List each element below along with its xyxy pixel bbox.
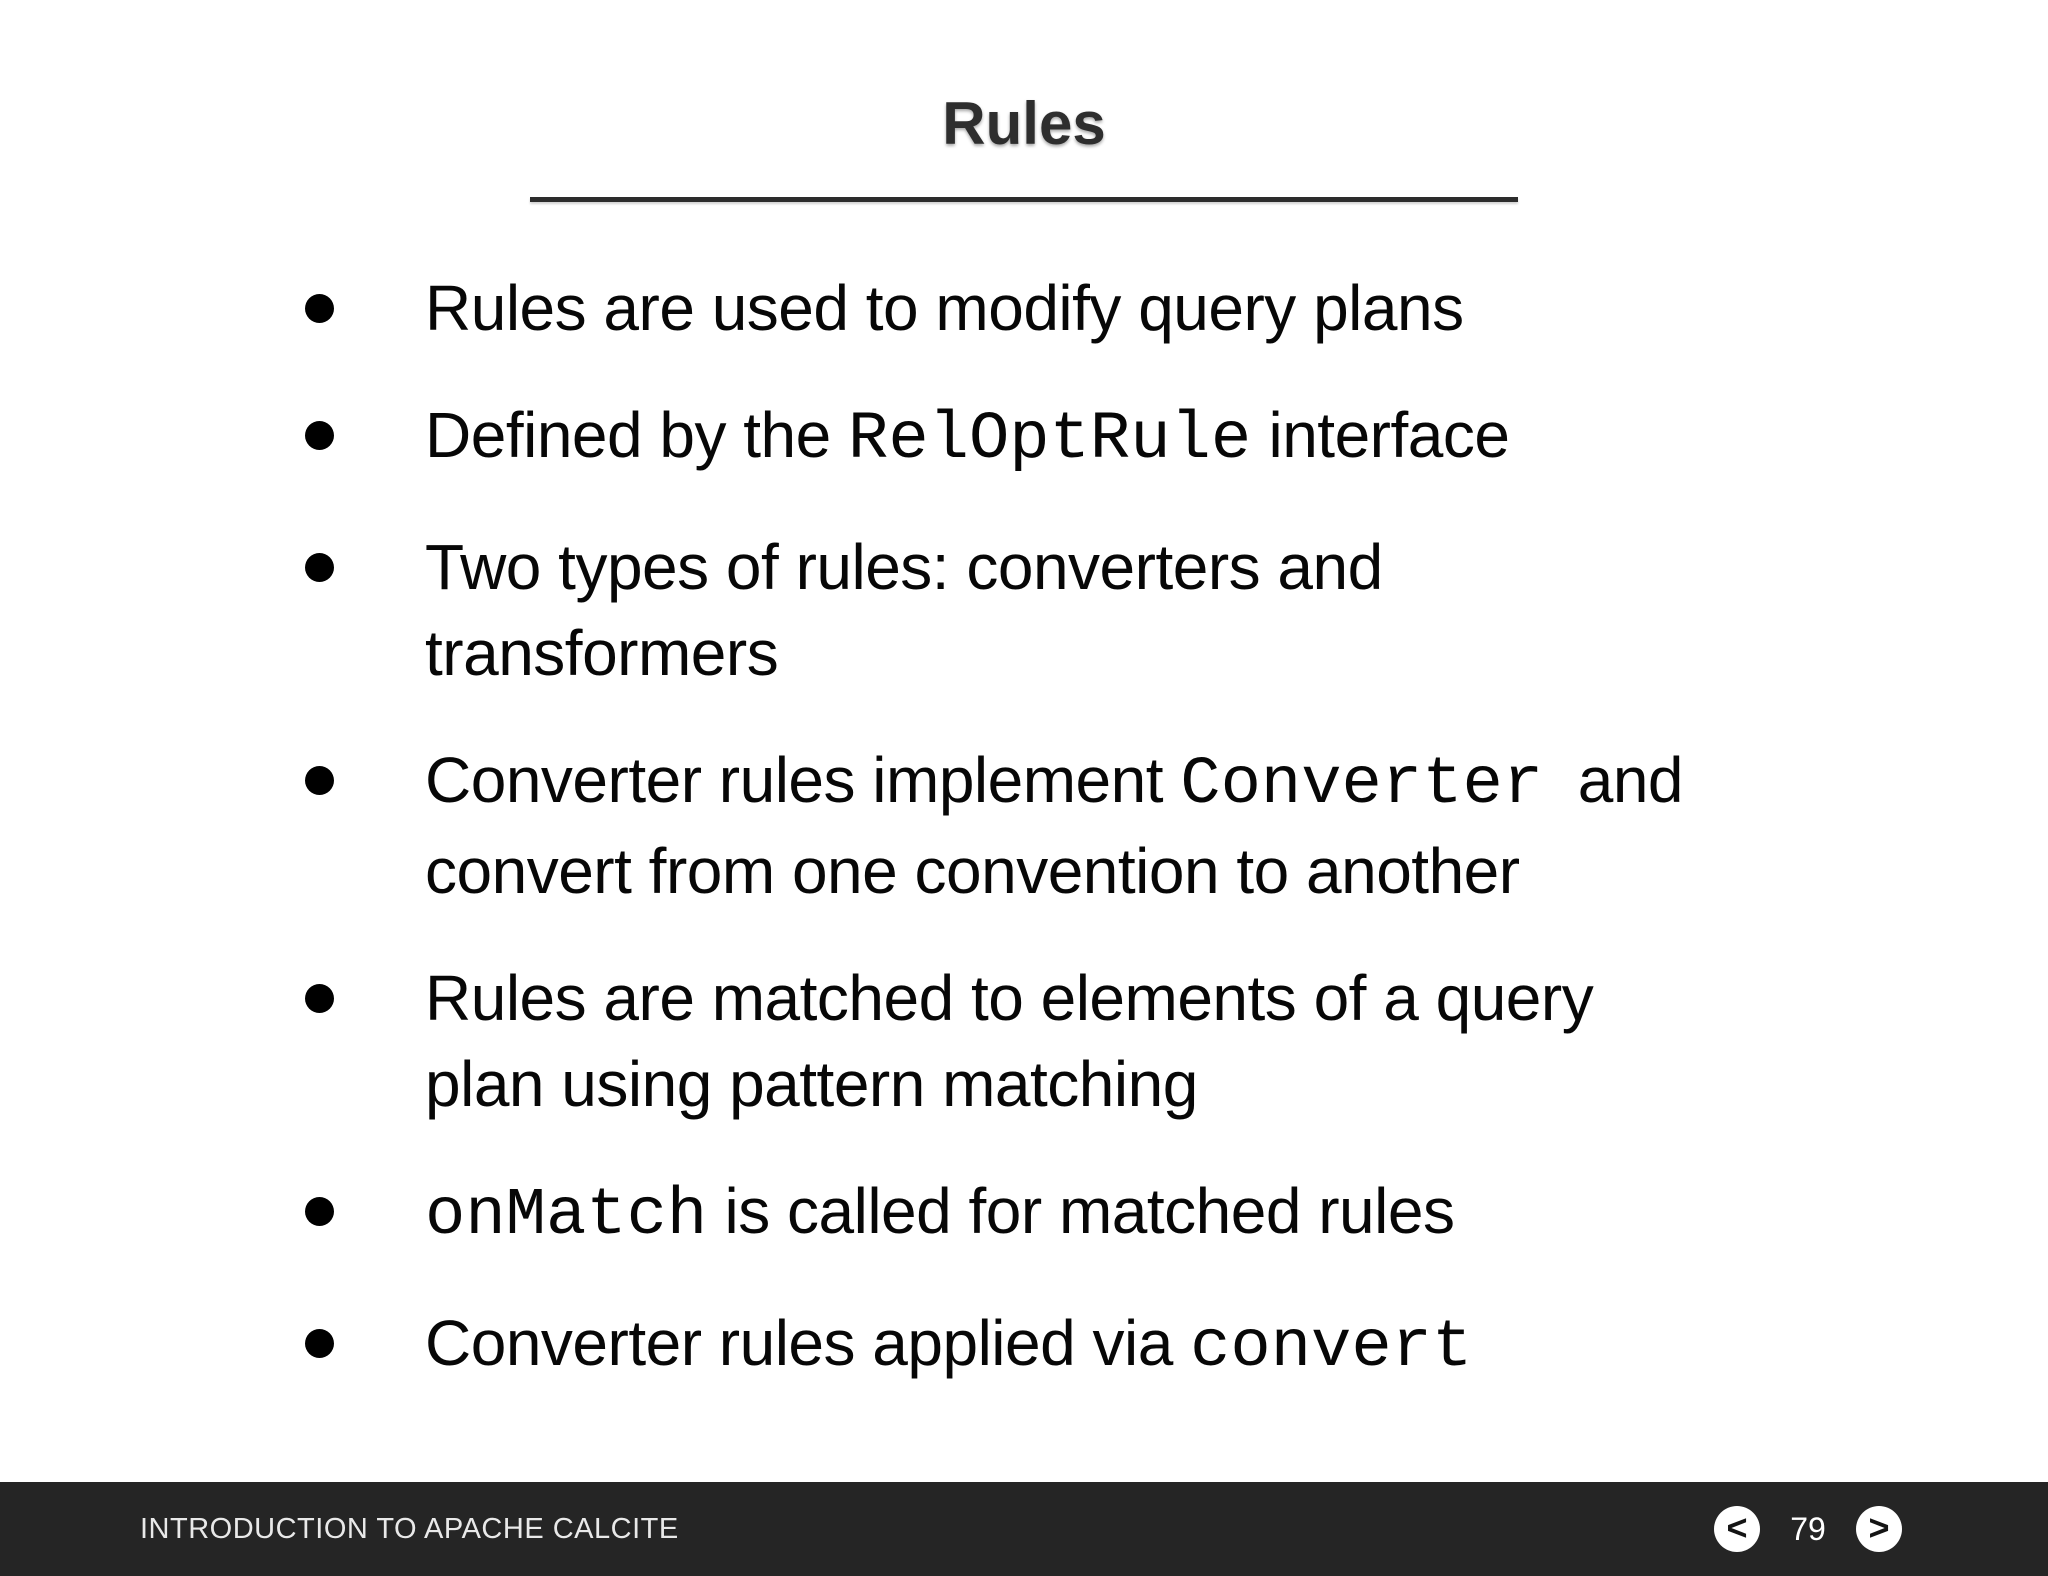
bullet-text: Rules are matched to elements of a query… bbox=[425, 955, 1594, 1127]
list-item: onMatch is called for matched rules bbox=[305, 1168, 1765, 1259]
bullet-text: onMatch is called for matched rules bbox=[425, 1168, 1455, 1259]
bullet-text: Rules are used to modify query plans bbox=[425, 265, 1464, 351]
bullet-text: Defined by the RelOptRule interface bbox=[425, 392, 1510, 483]
title-divider bbox=[530, 197, 1518, 203]
text-run: Two types of rules: converters and trans… bbox=[425, 531, 1383, 690]
chevron-left-icon: < bbox=[1726, 1506, 1748, 1548]
bullet-text: Two types of rules: converters and trans… bbox=[425, 524, 1383, 696]
next-slide-button[interactable]: > bbox=[1856, 1506, 1902, 1553]
bullet-text: Converter rules applied via convert bbox=[425, 1300, 1472, 1391]
text-run: Rules are used to modify query plans bbox=[425, 272, 1464, 345]
bullet-dot-icon bbox=[305, 984, 334, 1014]
chevron-right-icon: > bbox=[1868, 1506, 1890, 1548]
inline-code: RelOptRule bbox=[848, 402, 1252, 479]
text-run: Defined by the bbox=[425, 399, 848, 472]
page-number: 79 bbox=[1790, 1510, 1826, 1547]
list-item: Two types of rules: converters and trans… bbox=[305, 524, 1765, 696]
bullet-dot-icon bbox=[305, 766, 334, 796]
footer-bar: INTRODUCTION TO APACHE CALCITE < 79 > bbox=[0, 1482, 2048, 1576]
list-item: Converter rules applied via convert bbox=[305, 1300, 1765, 1391]
bullet-text: Converter rules implement Converter and … bbox=[425, 737, 1684, 914]
list-item: Converter rules implement Converter and … bbox=[305, 737, 1765, 914]
text-run: Converter rules implement bbox=[425, 744, 1181, 817]
list-item: Rules are used to modify query plans bbox=[305, 265, 1765, 351]
text-run: interface bbox=[1251, 399, 1510, 472]
text-run: is called for matched rules bbox=[707, 1175, 1455, 1248]
prev-slide-button[interactable]: < bbox=[1714, 1506, 1760, 1553]
text-run: and convert from one convention to anoth… bbox=[425, 744, 1684, 908]
bullet-dot-icon bbox=[305, 1197, 334, 1227]
list-item: Rules are matched to elements of a query… bbox=[305, 955, 1765, 1127]
bullet-dot-icon bbox=[305, 1329, 334, 1359]
text-run: Converter rules applied via bbox=[425, 1307, 1191, 1380]
slide-navigation: < 79 > bbox=[1714, 1506, 1902, 1553]
slide: Rules Rules are used to modify query pla… bbox=[0, 40, 2048, 1391]
bullet-dot-icon bbox=[305, 421, 334, 451]
inline-code: convert bbox=[1190, 1310, 1473, 1387]
footer-title: INTRODUCTION TO APACHE CALCITE bbox=[140, 1512, 679, 1545]
text-run: Rules are matched to elements of a query… bbox=[425, 962, 1594, 1121]
page-title: Rules bbox=[942, 90, 1106, 158]
inline-code: Converter bbox=[1180, 747, 1544, 824]
inline-code: onMatch bbox=[425, 1178, 708, 1255]
bullet-dot-icon bbox=[305, 553, 334, 583]
bullet-dot-icon bbox=[305, 294, 334, 324]
list-item: Defined by the RelOptRule interface bbox=[305, 392, 1765, 483]
